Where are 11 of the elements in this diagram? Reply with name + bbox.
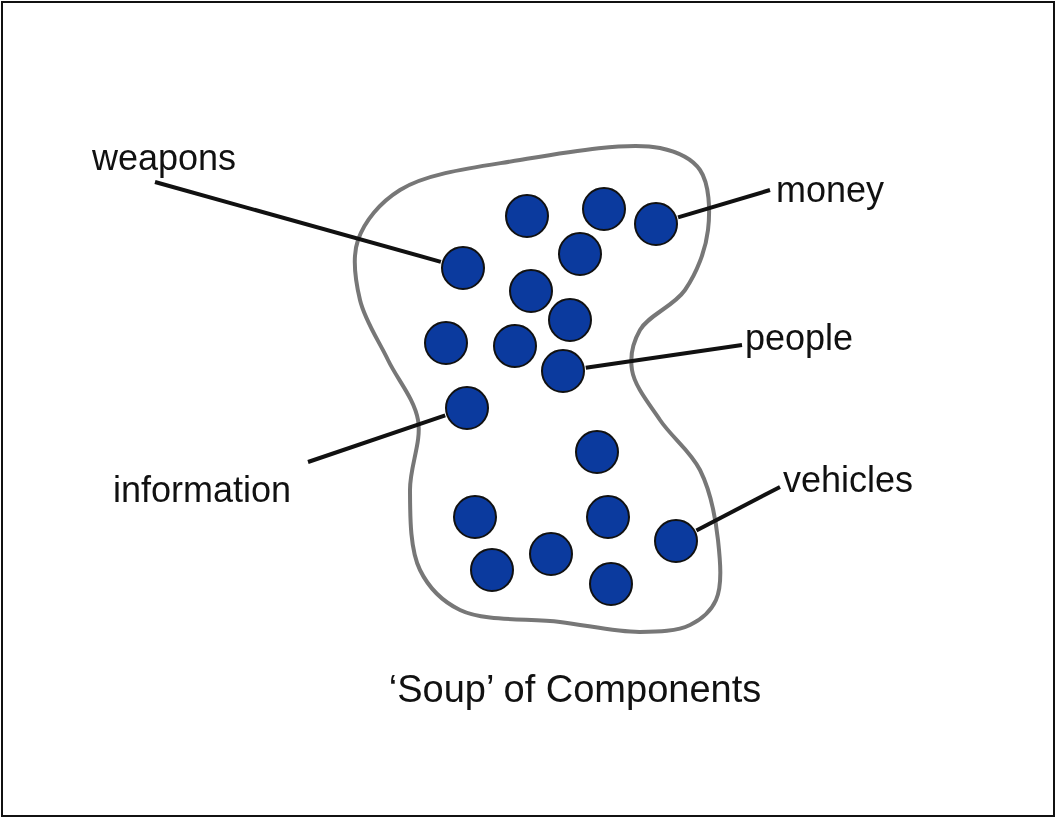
leader-line — [585, 343, 743, 370]
caption: ‘Soup’ of Components — [388, 668, 762, 710]
part-label: weapons — [92, 138, 237, 178]
part-label: money — [776, 170, 885, 210]
leader-line — [307, 413, 446, 464]
leader-line — [695, 485, 781, 533]
leader-line — [677, 188, 771, 220]
leader-line — [154, 180, 442, 264]
part-label: information — [113, 470, 292, 510]
part-label: people — [745, 318, 854, 358]
part-label: vehicles — [783, 460, 914, 500]
